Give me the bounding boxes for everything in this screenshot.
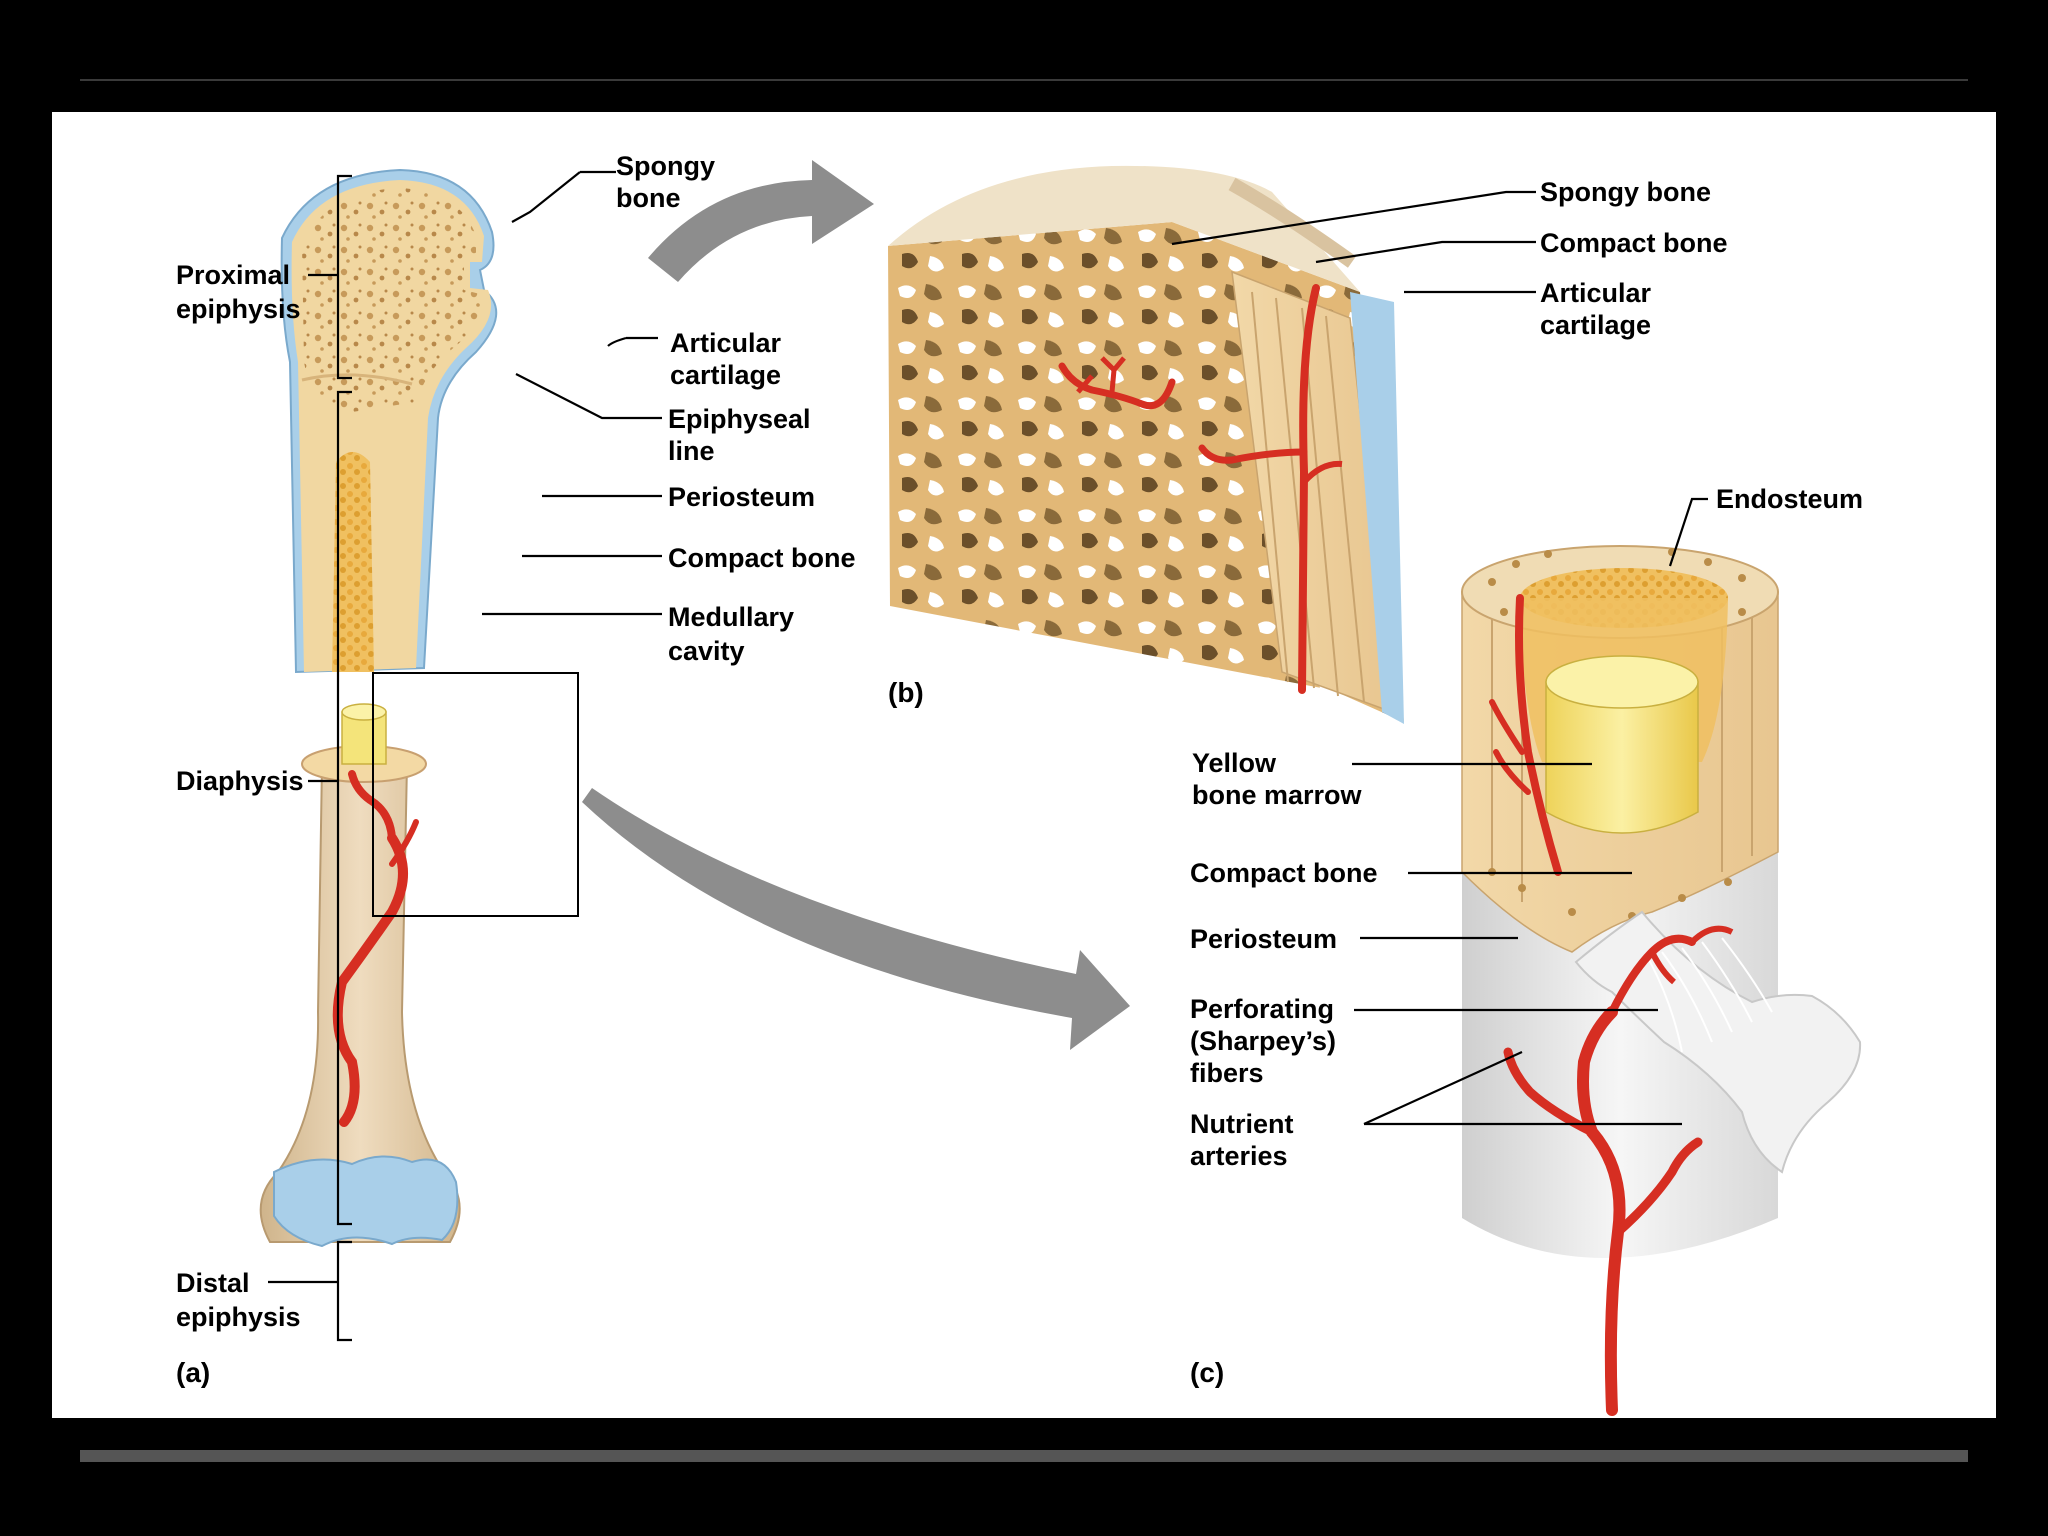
nutrient-artery-c (1577, 1006, 1626, 1416)
panel-label-b: (b) (888, 677, 924, 708)
sharpeys-fibers (1647, 937, 1773, 1053)
leader-lines-a (482, 170, 662, 616)
spongy-bone-block (888, 165, 1404, 724)
distal-epiphysis-cartilage (273, 1155, 459, 1248)
arrow-to-b (648, 160, 874, 282)
leader-lines-c (1352, 497, 1708, 1126)
shaft-section-illustration (1461, 545, 1862, 1416)
diaphysis-exterior (259, 763, 461, 1243)
top-divider-line (80, 79, 1968, 81)
label-compact-bone-a: Compact bone (668, 543, 856, 573)
label-spongy-bone-b: Spongy bone (1540, 177, 1711, 207)
arrow-to-c (582, 788, 1130, 1050)
epiphyseal-line (301, 373, 413, 386)
label-periosteum-a: Periosteum (668, 482, 815, 512)
inner-vessel-c (1515, 594, 1562, 876)
medullary-cavity (332, 452, 374, 672)
bottom-divider-bar (80, 1450, 1968, 1462)
label-periosteum-c: Periosteum (1190, 924, 1337, 954)
region-brackets (268, 174, 352, 1342)
label-compact-bone-c: Compact bone (1190, 858, 1378, 888)
long-bone-illustration (259, 168, 498, 1248)
panel-label-c: (c) (1190, 1357, 1224, 1388)
articular-cartilage-layer-b (1350, 292, 1404, 724)
label-endosteum: Endosteum (1716, 484, 1863, 514)
label-perforating-fibers: Perforating(Sharpey’s)fibers (1190, 994, 1336, 1088)
label-compact-bone-b: Compact bone (1540, 228, 1728, 258)
panel-label-a: (a) (176, 1357, 210, 1388)
nutrient-artery-a (332, 833, 408, 1127)
leader-lines-b (1171, 190, 1536, 294)
blood-vessel-b (1298, 284, 1320, 694)
detail-box (372, 672, 579, 917)
label-diaphysis: Diaphysis (176, 766, 304, 796)
yellow-bone-marrow-cylinder (1545, 681, 1699, 834)
spongy-bone-region (302, 188, 482, 412)
